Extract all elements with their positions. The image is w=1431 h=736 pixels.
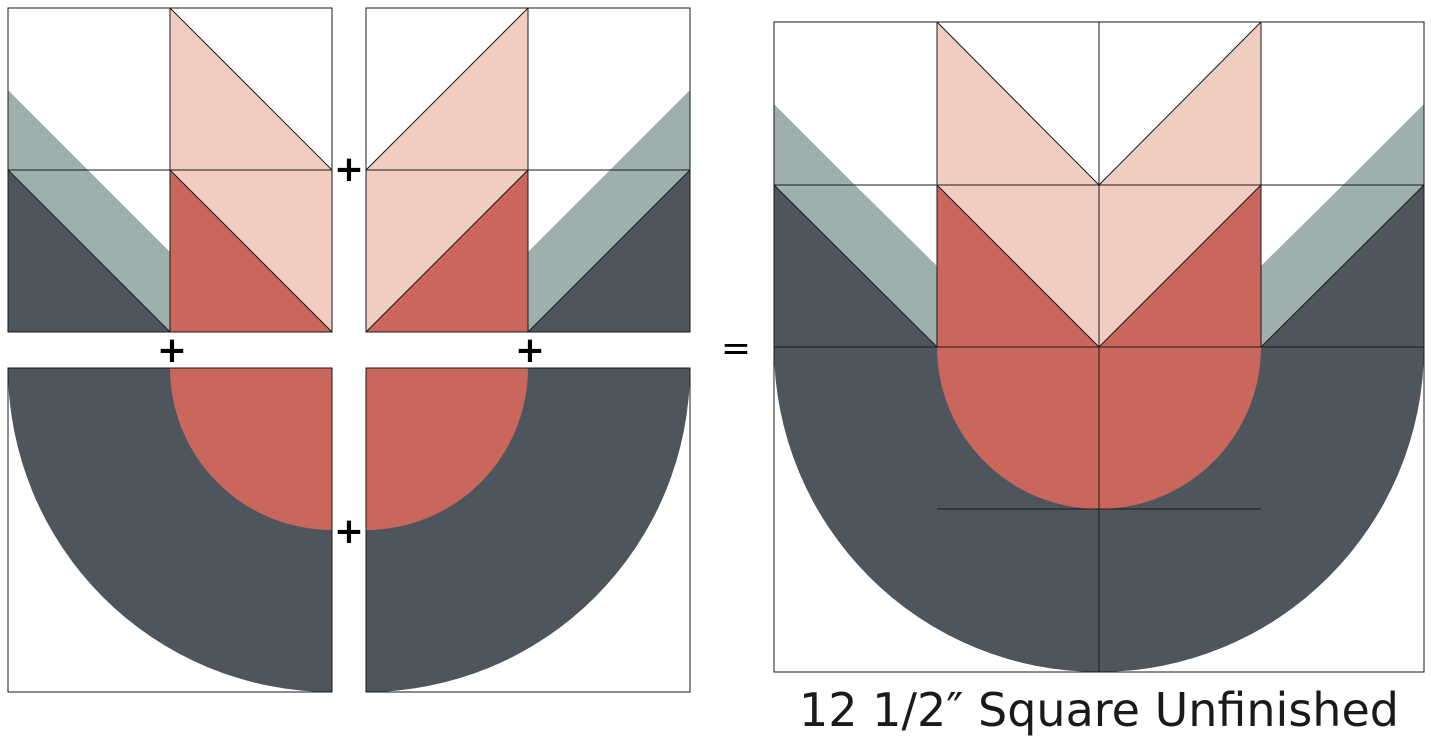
unit-bottom-right [365,367,691,693]
plus-sign-right: + [515,330,545,371]
patch-sage [1343,104,1424,185]
plus-sign-left: + [157,330,187,371]
block-size-caption: 12 1/2″ Square Unfinished [799,683,1399,736]
finished-block [773,21,1425,673]
unit-bottom-left [7,367,333,693]
unit-outline [365,367,691,693]
patch-white [8,8,170,170]
unit-top-left [7,7,333,333]
unit-outline [7,367,333,693]
unit-top-right [365,7,691,333]
equals-sign: = [721,328,751,369]
patch-terracotta-arc [170,368,332,530]
plus-sign-top: + [334,149,364,190]
patch-white [528,8,690,170]
plus-sign-bottom: + [334,511,364,552]
patch-sage [8,90,88,170]
patch-terracotta-arc [366,368,528,530]
patch-sage [610,90,690,170]
patch-sage [774,104,855,185]
